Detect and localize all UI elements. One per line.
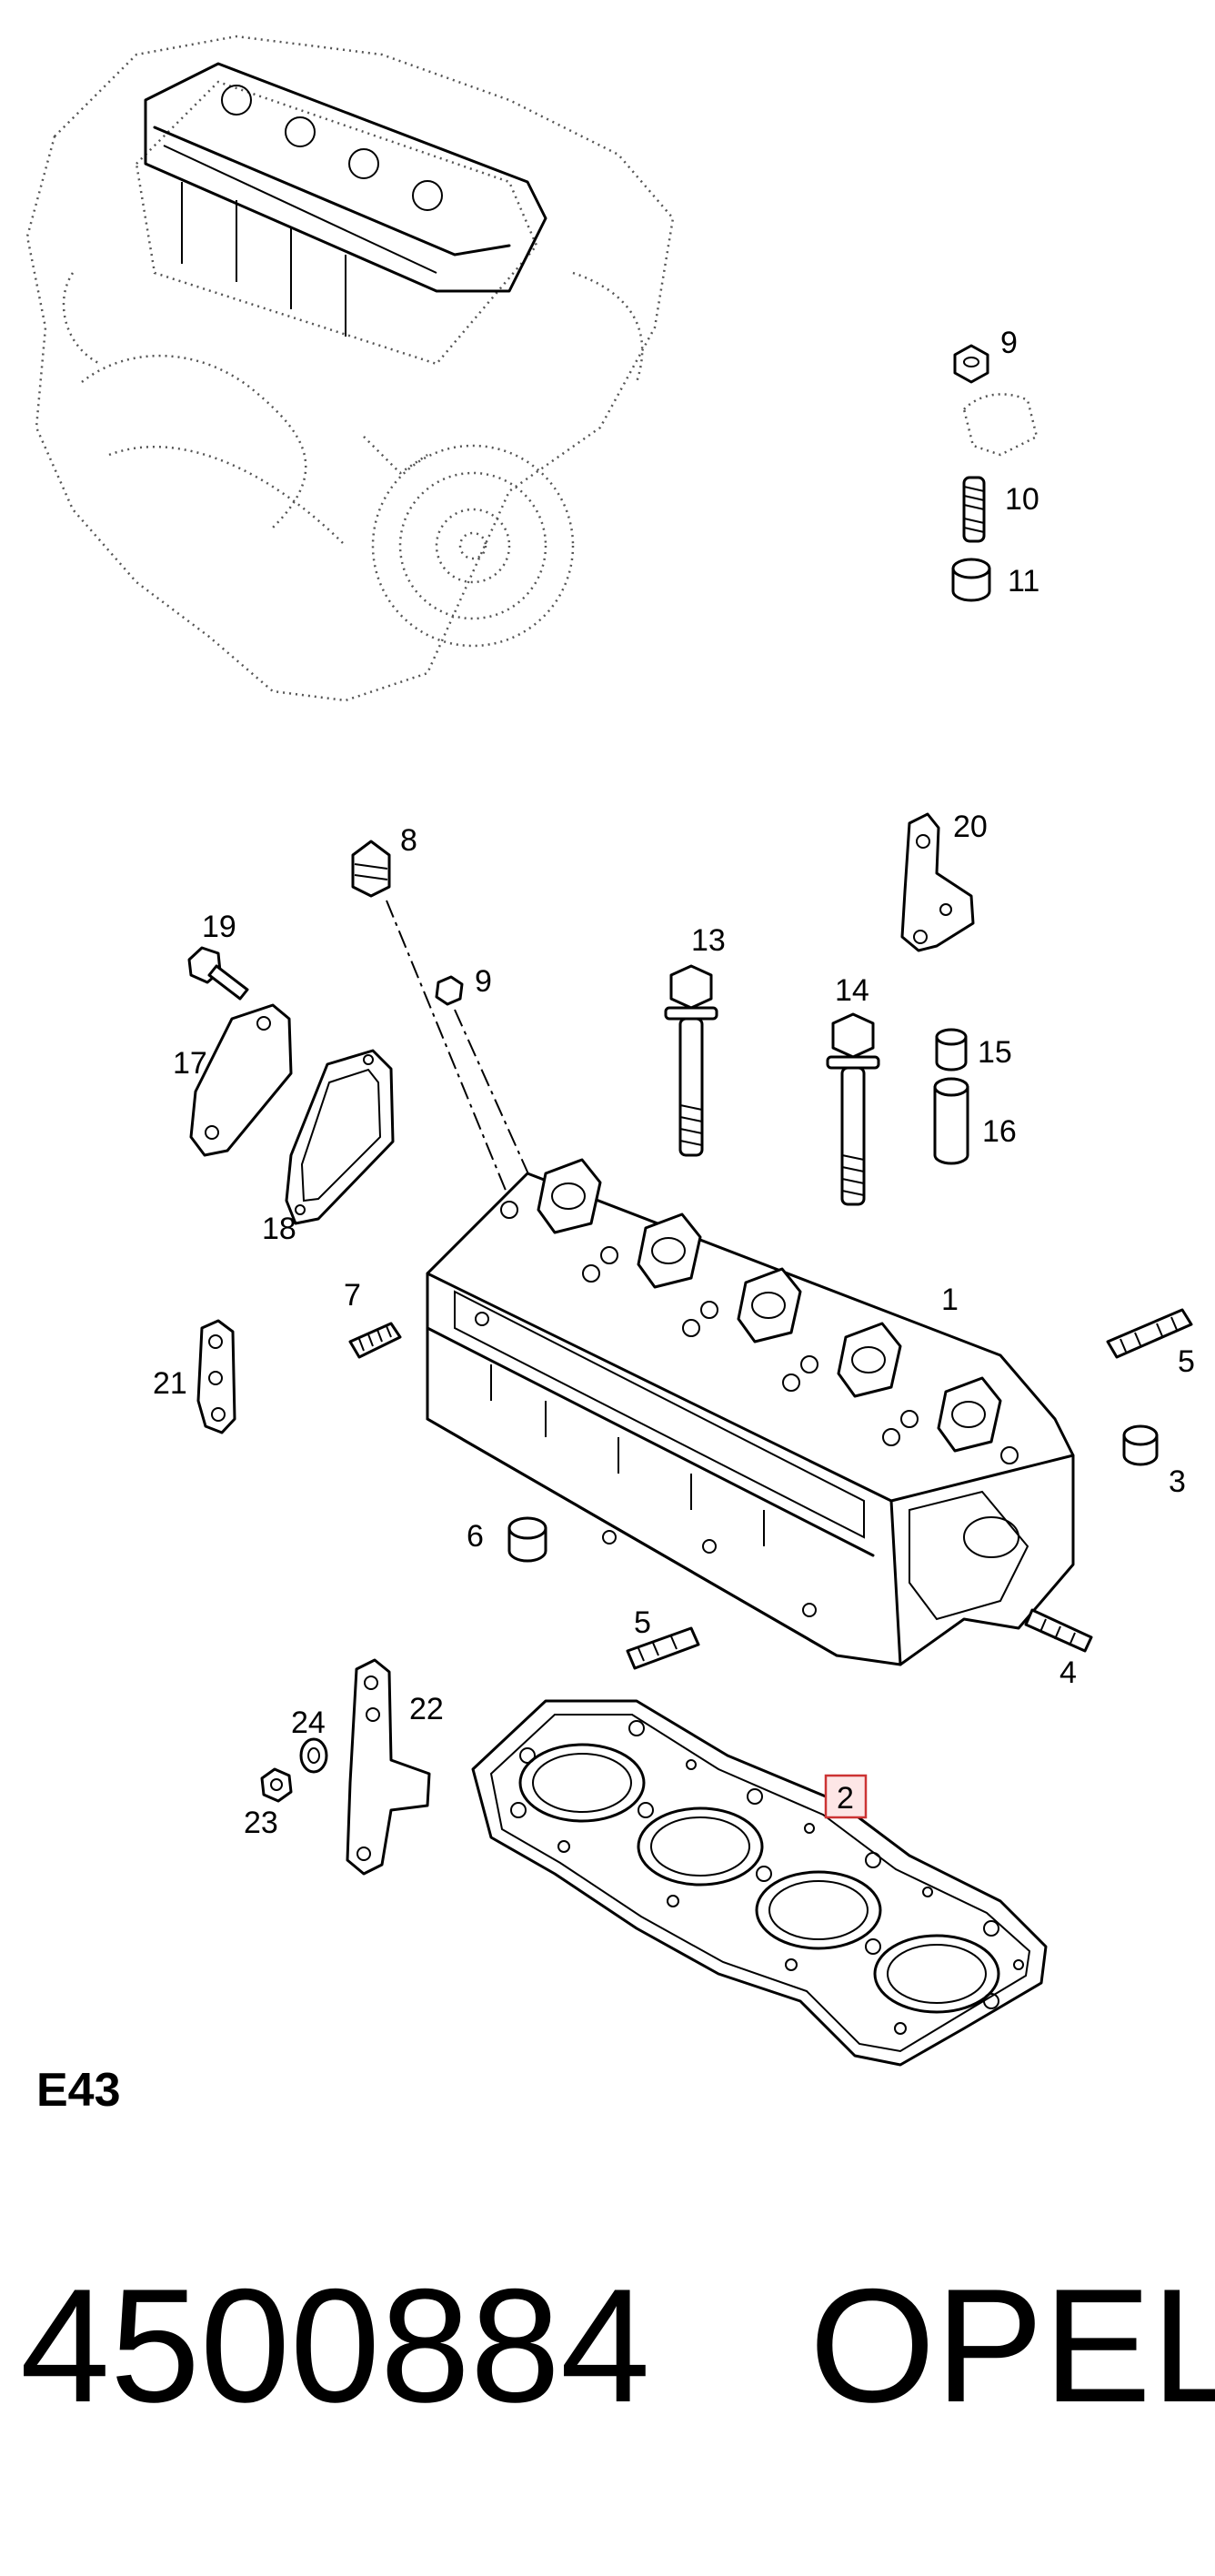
part-11-stud: [962, 476, 986, 543]
part-14-bolt: [826, 1012, 880, 1206]
part-2-head-gasket: [471, 1699, 1048, 2067]
part-24-washer: [299, 1737, 328, 1774]
part-7-stud: [348, 1322, 402, 1359]
part-1-cylinder-head: [426, 1158, 1075, 1666]
callout-labels: 9 10 11 8 20 19 13 9 14 15 17 16 18 7 1 …: [153, 326, 1195, 1840]
callout-2-highlight-box: [824, 1774, 868, 1819]
part-5-stud-right: [1106, 1308, 1193, 1359]
section-code: E43: [36, 2064, 121, 2117]
part-18-gasket: [285, 1049, 395, 1225]
callout-19: 19: [202, 910, 236, 944]
part-16-sleeve: [933, 1077, 969, 1165]
part-12-sleeve: [951, 558, 991, 602]
callout-16: 16: [982, 1114, 1017, 1149]
callout-18: 18: [262, 1212, 296, 1246]
part-13-bolt: [664, 964, 718, 1157]
callout-24: 24: [291, 1706, 326, 1740]
callout-4: 4: [1059, 1655, 1077, 1690]
callout-5-right: 5: [1178, 1344, 1195, 1379]
part-10-bracket: [962, 393, 1039, 457]
part-3-plug: [1122, 1424, 1159, 1466]
part-20-bracket: [900, 812, 975, 952]
part-15-nut: [935, 1028, 968, 1072]
callout-2: 2: [837, 1781, 854, 1816]
callout-5-left: 5: [634, 1605, 651, 1640]
callout-10: 9: [1000, 326, 1018, 360]
callout-12: 11: [1008, 564, 1039, 599]
callout-13: 13: [691, 923, 726, 958]
part-21-bracket: [196, 1319, 236, 1434]
callout-6: 6: [467, 1519, 484, 1554]
callout-3: 3: [1169, 1464, 1186, 1499]
engine-overview-illustration: [25, 35, 675, 702]
callout-15: 15: [978, 1035, 1012, 1070]
callout-7: 7: [344, 1278, 361, 1313]
callout-23: 23: [244, 1806, 278, 1840]
part-10-nut: [953, 344, 989, 384]
part-6-sleeve: [507, 1516, 547, 1563]
part-22-bracket: [346, 1658, 431, 1876]
part-23-nut: [260, 1767, 293, 1803]
brand-name: OPEL: [809, 2255, 1215, 2436]
part-17-cover: [189, 1003, 293, 1157]
part-number: 4500884: [20, 2255, 650, 2436]
callout-20: 20: [953, 810, 988, 844]
callout-11: 10: [1005, 482, 1039, 517]
part-19-bolt: [187, 946, 249, 1001]
callout-8: 8: [400, 823, 417, 858]
callout-1: 1: [941, 1283, 959, 1317]
callout-21: 21: [153, 1366, 187, 1401]
part-4-stud: [1024, 1608, 1093, 1653]
callout-17: 17: [173, 1046, 207, 1081]
part-5-stud-left: [626, 1626, 700, 1670]
callout-9: 9: [475, 964, 492, 999]
callout-14: 14: [835, 973, 869, 1008]
callout-22: 22: [409, 1692, 444, 1726]
